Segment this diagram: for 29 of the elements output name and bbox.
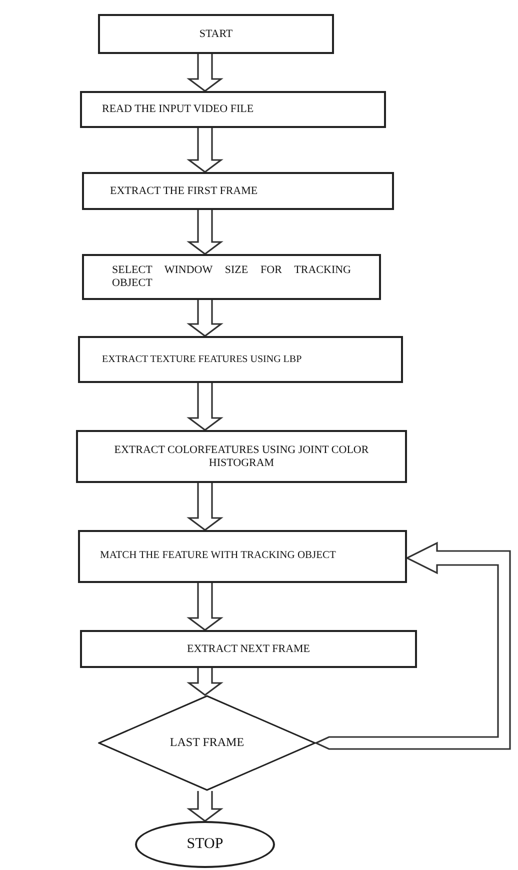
process-box	[80, 91, 386, 128]
hollow-arrow	[186, 127, 224, 173]
step-label: STOP	[186, 836, 224, 854]
hollow-arrow	[186, 299, 224, 337]
process-box	[82, 172, 394, 210]
hollow-arrow	[186, 482, 224, 531]
hollow-arrow	[186, 582, 224, 631]
process-box	[76, 430, 407, 483]
process-box	[82, 254, 381, 300]
step-label: EXTRACT THE FIRST FRAME	[110, 184, 259, 198]
hollow-arrow	[186, 790, 224, 822]
hollow-arrow	[186, 53, 224, 92]
step-label: START	[198, 28, 234, 40]
hollow-arrow	[314, 542, 511, 750]
decision-diamond	[98, 695, 316, 791]
step-label: READ THE INPUT VIDEO FILE	[102, 103, 255, 116]
step-label: LAST FRAME	[168, 736, 246, 750]
process-box	[78, 336, 403, 383]
step-label: MATCH THE FEATURE WITH TRACKING OBJECT	[100, 550, 337, 563]
process-box	[78, 530, 407, 583]
process-box	[80, 630, 417, 668]
hollow-arrow	[186, 209, 224, 255]
step-label: EXTRACT COLORFEATURES USING JOINT COLOR HISTOGRAM	[113, 444, 370, 470]
hollow-arrow	[186, 667, 224, 696]
process-box	[98, 14, 334, 54]
step-label: SELECT WINDOW SIZE FOR TRACKING OBJECT	[112, 264, 351, 290]
step-label: EXTRACT TEXTURE FEATURES USING LBP	[102, 354, 303, 366]
hollow-arrow	[186, 382, 224, 431]
step-label: EXTRACT NEXT FRAME	[186, 642, 312, 656]
